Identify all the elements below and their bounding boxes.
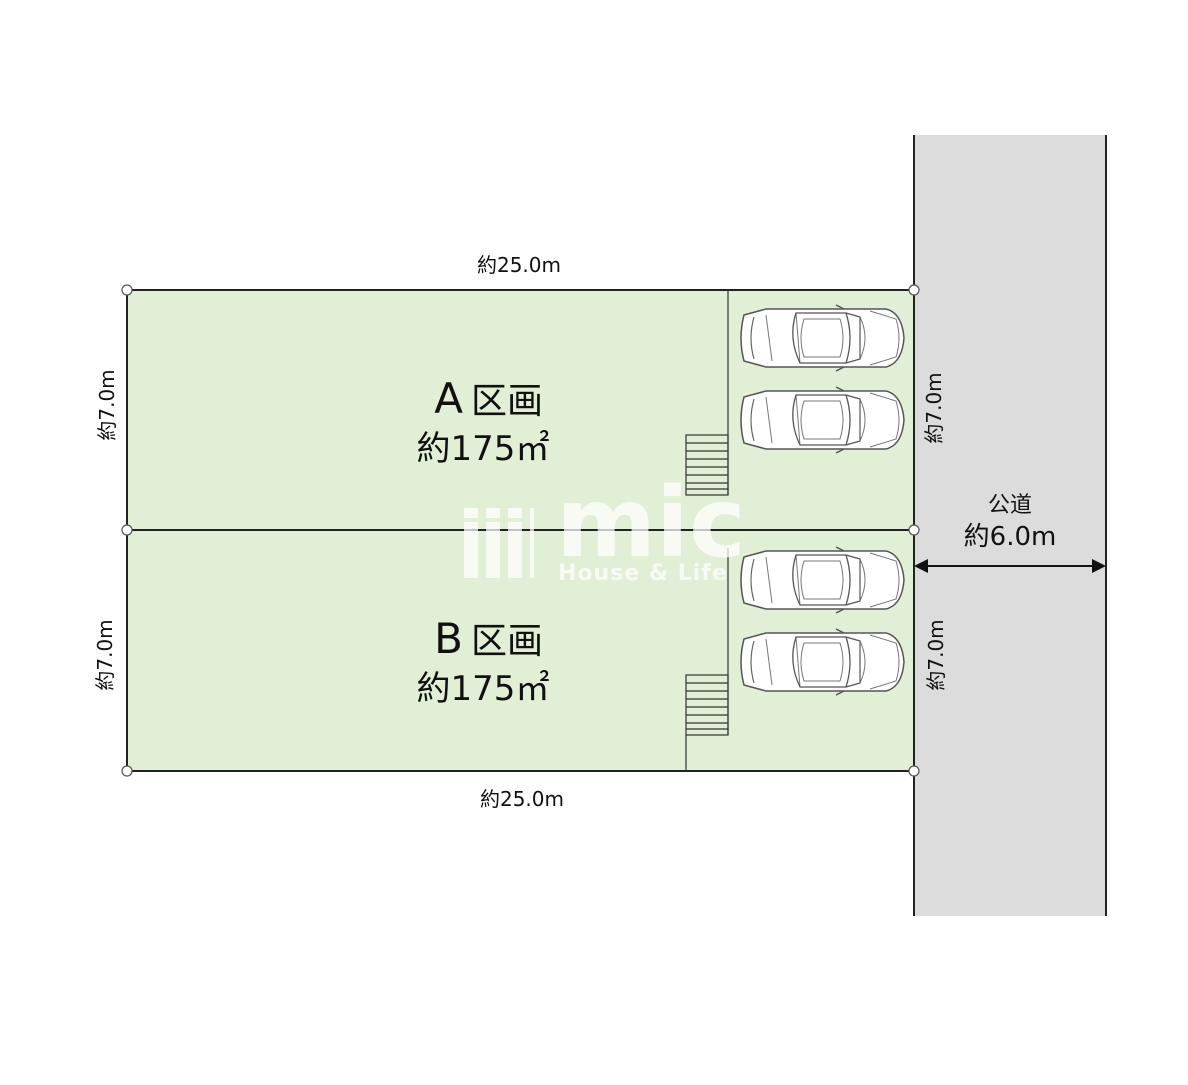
watermark-tagline: House & Life [558,561,728,586]
lot-a-name: 区画 [471,381,543,422]
lot-a-left-depth-label: 約7.0m [95,369,119,440]
lot-b-stairs [685,674,729,736]
road-width-label: 約6.0m [964,522,1057,552]
lot-b-area: 約175㎡ [417,669,550,709]
watermark: mic House & Life [464,467,746,586]
lot-b-name: 区画 [471,621,543,662]
car-icon [740,386,905,454]
road-label: 公道 [988,493,1032,518]
lot-a-right-depth-label: 約7.0m [922,372,946,443]
car-icon [740,628,905,696]
top-width-label: 約25.0m [477,253,561,277]
lot-b-letter: B [434,614,463,663]
bottom-width-label: 約25.0m [480,787,564,811]
lot-a-area: 約175㎡ [417,429,550,469]
lot-a-letter: A [434,374,463,423]
car-icon [740,546,905,614]
lot-b-left-depth-label: 約7.0m [93,619,117,690]
watermark-brand: mic [556,467,746,579]
lot-b-right-depth-label: 約7.0m [924,619,948,690]
road-area [914,135,1106,916]
mic-logo-icon [464,508,534,578]
lot-a-stairs [685,434,729,496]
car-icon [740,304,905,372]
road-width-arrow [914,559,1106,573]
corner-markers [121,284,920,777]
